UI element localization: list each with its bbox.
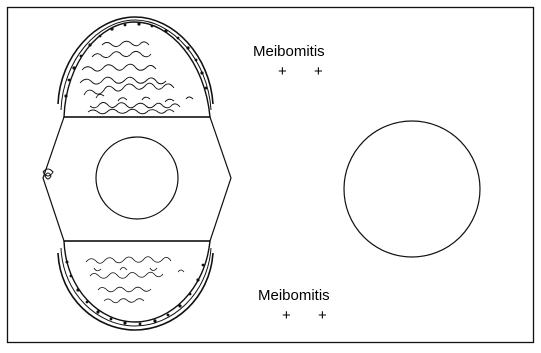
cornea-circle — [96, 137, 178, 219]
caruncle — [43, 169, 53, 179]
upper-gland-dots — [64, 22, 207, 97]
top-grade-right: + — [314, 64, 323, 79]
bottom-grade-right: + — [318, 308, 327, 323]
lower-gland-scribble — [86, 257, 184, 303]
upper-eyelid — [64, 22, 210, 117]
lower-lid-margin — [58, 253, 213, 330]
lower-eyelid — [64, 241, 210, 322]
top-annotation: Meibomitis — [253, 44, 325, 59]
upper-gland-scribble — [80, 41, 193, 114]
bottom-annotation: Meibomitis — [258, 288, 330, 303]
right-circle — [344, 121, 480, 257]
palpebral-fissure — [43, 117, 231, 241]
bottom-grade-left: + — [282, 308, 291, 323]
upper-lid-margin-inner — [61, 20, 211, 110]
lower-gland-dots — [66, 261, 205, 326]
lower-lid-margin-inner — [61, 248, 211, 326]
upper-lid-margin — [58, 17, 213, 104]
top-grade-left: + — [278, 64, 287, 79]
